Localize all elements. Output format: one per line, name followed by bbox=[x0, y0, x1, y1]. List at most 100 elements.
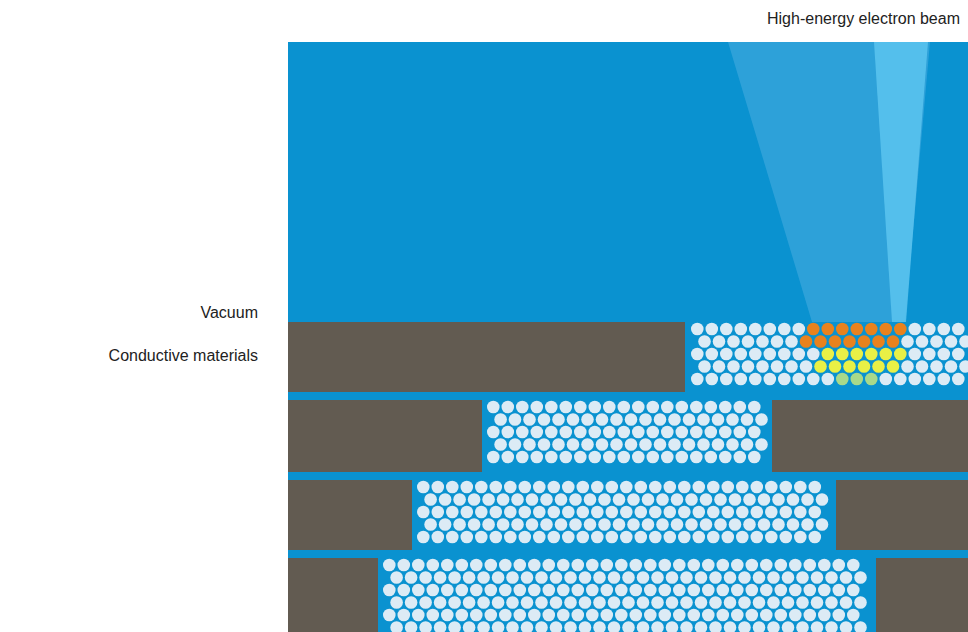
atom bbox=[780, 481, 793, 494]
atom bbox=[775, 584, 788, 597]
atom bbox=[690, 426, 703, 439]
atom bbox=[579, 571, 592, 584]
atom bbox=[748, 426, 761, 439]
atom bbox=[800, 335, 813, 348]
atom bbox=[916, 360, 929, 373]
atom bbox=[482, 493, 495, 506]
atom bbox=[644, 609, 657, 622]
atom bbox=[656, 518, 669, 531]
atom bbox=[854, 621, 867, 632]
atom bbox=[434, 621, 447, 632]
atom bbox=[717, 609, 730, 622]
atom bbox=[727, 360, 740, 373]
atom bbox=[618, 451, 631, 464]
atom bbox=[847, 584, 860, 597]
atom bbox=[825, 571, 838, 584]
atom bbox=[535, 621, 548, 632]
atom bbox=[765, 531, 778, 544]
atom bbox=[782, 621, 795, 632]
atom bbox=[683, 413, 696, 426]
atom bbox=[528, 559, 541, 572]
atom bbox=[818, 584, 831, 597]
atom bbox=[714, 518, 727, 531]
atom bbox=[574, 401, 587, 414]
atom bbox=[691, 348, 704, 361]
atom bbox=[755, 438, 768, 451]
atom bbox=[560, 451, 573, 464]
atom bbox=[492, 596, 505, 609]
atom bbox=[690, 451, 703, 464]
atom bbox=[809, 506, 822, 519]
atom bbox=[758, 518, 771, 531]
vacuum-ground bbox=[288, 42, 968, 632]
atom bbox=[666, 571, 679, 584]
atom bbox=[637, 571, 650, 584]
atom bbox=[635, 506, 648, 519]
atom bbox=[545, 426, 558, 439]
atom bbox=[548, 481, 561, 494]
atom bbox=[405, 571, 418, 584]
atom bbox=[794, 481, 807, 494]
atom bbox=[618, 401, 631, 414]
atom bbox=[577, 506, 590, 519]
atom bbox=[533, 531, 546, 544]
atom bbox=[390, 621, 403, 632]
atom bbox=[706, 348, 719, 361]
atom bbox=[901, 360, 914, 373]
atom bbox=[519, 481, 532, 494]
atom bbox=[688, 609, 701, 622]
atom bbox=[712, 438, 725, 451]
atom bbox=[825, 596, 838, 609]
atom bbox=[526, 493, 539, 506]
atom bbox=[923, 323, 936, 336]
atom bbox=[836, 373, 849, 386]
atom bbox=[448, 621, 461, 632]
atom bbox=[736, 506, 749, 519]
atom bbox=[794, 506, 807, 519]
atom bbox=[753, 571, 766, 584]
atom bbox=[713, 335, 726, 348]
atom bbox=[441, 559, 454, 572]
atom bbox=[661, 401, 674, 414]
atom bbox=[622, 596, 635, 609]
atom bbox=[909, 348, 922, 361]
atom bbox=[502, 401, 515, 414]
atom bbox=[543, 584, 556, 597]
atom bbox=[557, 609, 570, 622]
atom bbox=[519, 506, 532, 519]
atom bbox=[446, 531, 459, 544]
atom bbox=[800, 360, 813, 373]
atom bbox=[639, 413, 652, 426]
atom bbox=[509, 413, 522, 426]
atom bbox=[470, 609, 483, 622]
atom bbox=[894, 373, 907, 386]
atom bbox=[434, 596, 447, 609]
atom bbox=[664, 531, 677, 544]
atom bbox=[475, 481, 488, 494]
atom bbox=[945, 335, 958, 348]
atom bbox=[456, 609, 469, 622]
atom bbox=[490, 506, 503, 519]
atom bbox=[952, 323, 965, 336]
atom bbox=[756, 335, 769, 348]
atom bbox=[807, 373, 820, 386]
atom bbox=[726, 438, 739, 451]
atom bbox=[550, 621, 563, 632]
atom bbox=[793, 373, 806, 386]
atom bbox=[801, 493, 814, 506]
atom bbox=[705, 426, 718, 439]
atom bbox=[613, 518, 626, 531]
atom bbox=[668, 413, 681, 426]
atom bbox=[543, 559, 556, 572]
atom bbox=[676, 426, 689, 439]
atom bbox=[811, 621, 824, 632]
atom bbox=[579, 596, 592, 609]
atom bbox=[581, 438, 594, 451]
atom bbox=[485, 559, 498, 572]
atom bbox=[514, 609, 527, 622]
atom bbox=[746, 609, 759, 622]
atom bbox=[550, 571, 563, 584]
atom bbox=[593, 621, 606, 632]
atom bbox=[448, 596, 461, 609]
atom bbox=[398, 559, 411, 572]
